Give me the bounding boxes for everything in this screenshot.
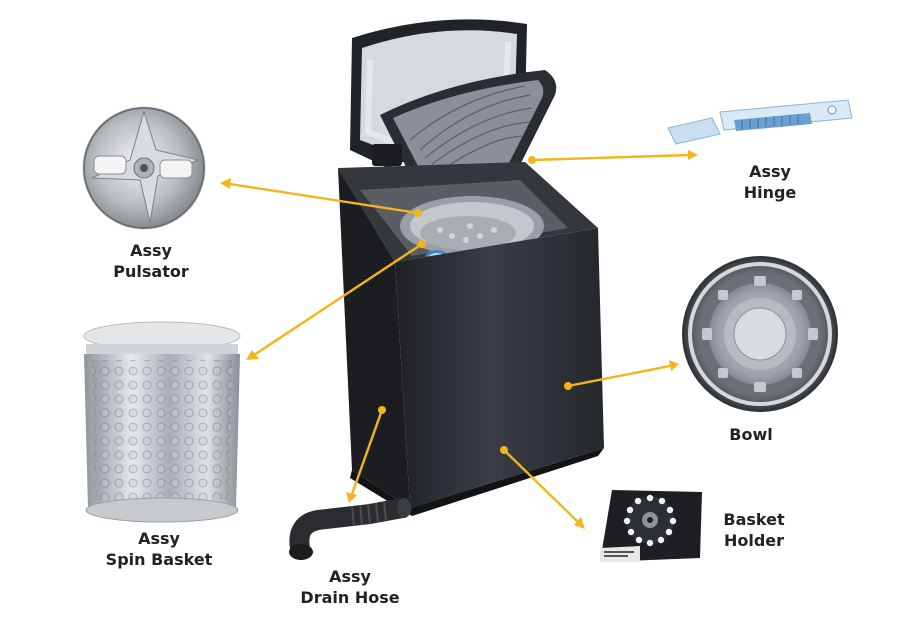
label-drain-hose-line2: Drain Hose [300, 588, 400, 607]
arrow-hinge [531, 153, 691, 162]
callout-arrows [220, 150, 698, 529]
bowl-part-image [682, 256, 838, 412]
arrow-spin-basket [253, 242, 423, 357]
arrow-drain-hose [350, 409, 384, 495]
front-panel [395, 228, 604, 508]
spin-basket-part-image [83, 321, 241, 523]
arrow-basket-holder [503, 449, 579, 523]
washing-machine [338, 19, 604, 516]
inner-lid-panel [393, 80, 544, 171]
pulsator-in-tub [420, 216, 516, 250]
label-pulsator: Assy Pulsator [96, 240, 206, 282]
label-hinge: Assy Hinge [738, 161, 802, 203]
label-spin-basket: Assy Spin Basket [84, 528, 234, 570]
label-basket-holder-line1: Basket [723, 510, 785, 529]
label-bowl: Bowl [716, 424, 786, 445]
drain-hose-part-image [289, 498, 412, 560]
label-basket-holder: Basket Holder [714, 509, 794, 551]
label-hinge-line2: Hinge [743, 183, 797, 202]
label-basket-holder-line2: Holder [723, 531, 785, 550]
arrow-pulsator [229, 182, 419, 215]
label-hinge-line1: Assy [749, 162, 791, 181]
label-drain-hose-line1: Assy [329, 567, 371, 586]
label-pulsator-line2: Pulsator [113, 262, 189, 281]
label-spin-basket-line2: Spin Basket [105, 550, 213, 569]
label-spin-basket-line1: Assy [138, 529, 180, 548]
label-bowl-line1: Bowl [729, 425, 773, 444]
label-drain-hose: Assy Drain Hose [290, 566, 410, 608]
pulsator-part-image [82, 106, 206, 230]
arrow-bowl [567, 364, 671, 388]
label-pulsator-line1: Assy [130, 241, 172, 260]
basket-holder-part-image [600, 490, 702, 562]
side-panel [338, 168, 410, 508]
hinge-part-image [667, 99, 853, 145]
